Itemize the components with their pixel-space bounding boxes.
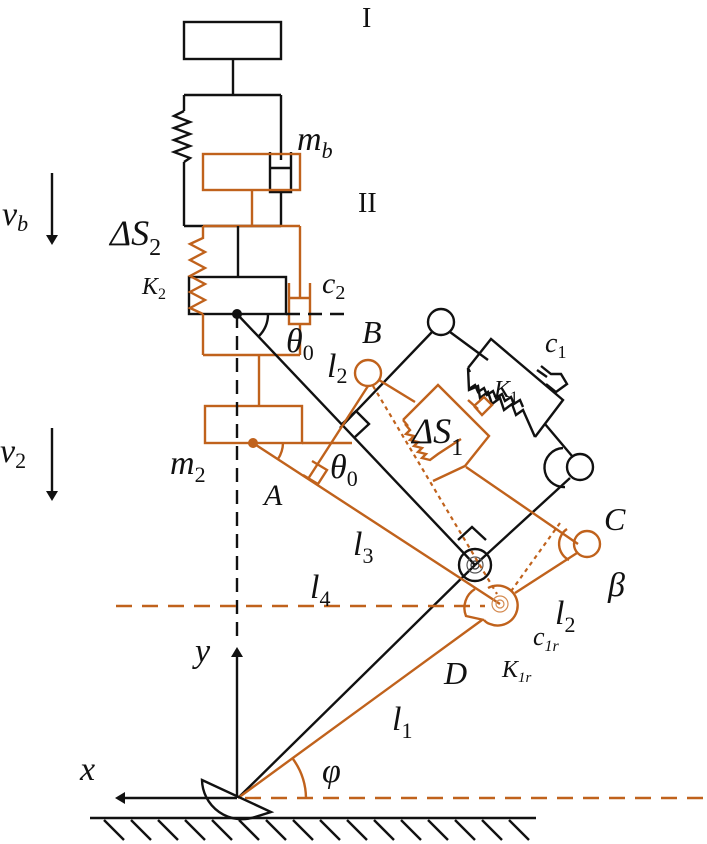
theta0-low-arc	[276, 442, 285, 460]
x-axis-label: x	[79, 751, 95, 788]
k2-spring-icon	[187, 226, 208, 316]
c1-damper-icon	[536, 365, 569, 394]
black-top-joint	[426, 307, 456, 337]
phi-arc	[292, 758, 308, 799]
black-upper-link	[339, 331, 433, 429]
beta-label: β	[607, 567, 625, 604]
a-label: A	[262, 479, 283, 512]
black-right-joint-arc	[543, 446, 566, 489]
k1-label: K1	[493, 377, 518, 406]
orange-l1-link	[237, 619, 483, 799]
orange-l3-link	[252, 441, 501, 606]
y-axis-label: y	[192, 633, 211, 670]
joint-c	[572, 529, 602, 559]
l1-label: l1	[392, 701, 412, 743]
delta-s2-label: ΔS2	[108, 213, 161, 261]
phi-label: φ	[322, 753, 341, 790]
black-thigh-link	[236, 313, 476, 566]
black-top-right-link	[449, 331, 489, 361]
c2-label: c2	[322, 267, 345, 304]
theta0-low-label: θ0	[330, 449, 358, 491]
stage-1-label: I	[362, 3, 371, 34]
delta-s1-spring-icon	[403, 423, 462, 462]
c2-damper-icon	[287, 226, 312, 326]
black-right-angle-marker	[341, 409, 371, 438]
k2-label: K2	[141, 274, 166, 303]
black-lower-right-link	[474, 477, 571, 566]
dotted-b-to-knee	[372, 385, 498, 595]
black-right-joint	[565, 452, 595, 482]
v2-label: v2	[0, 433, 26, 473]
orange-right-angle-marker	[302, 459, 329, 486]
beta-arc	[557, 528, 570, 562]
b-label: B	[362, 314, 382, 350]
l2-top-label: l2	[327, 348, 347, 388]
m2-label: m2	[170, 445, 206, 487]
k1-spring-icon	[468, 383, 525, 408]
theta0-top-arc	[258, 313, 270, 337]
mb-mass-block	[201, 152, 302, 225]
stage1-damper-icon	[268, 95, 293, 226]
joint-b	[353, 358, 383, 388]
orange-knee-joint	[463, 584, 519, 627]
l3-label: l3	[353, 526, 373, 568]
orange-l2-lower-link	[514, 551, 578, 595]
d-label: D	[443, 655, 467, 691]
stage-2-label: II	[358, 188, 377, 219]
black-right-link	[544, 423, 573, 457]
c1-label: c1	[545, 328, 566, 362]
c1r-label: c1r	[533, 622, 560, 655]
l4-label: l4	[310, 569, 330, 611]
body-mass-block	[182, 20, 283, 97]
delta-s1-label: ΔS1	[410, 411, 463, 461]
l2-low-label: l2	[555, 595, 575, 637]
vb-label: vb	[2, 196, 28, 236]
stage1-spring-icon	[170, 95, 194, 226]
dotted-c-to-knee	[508, 522, 561, 595]
ground-hatching	[90, 816, 536, 841]
orange-bc-link	[465, 466, 579, 545]
stage2-lower-frame	[201, 314, 302, 406]
black-shank-link	[237, 564, 476, 799]
black-knee-joint	[457, 525, 493, 583]
k1r-label: K1r	[501, 657, 532, 686]
c-label: C	[604, 501, 626, 537]
mb-label: mb	[297, 121, 333, 163]
delta-s1-damper-icon	[467, 395, 494, 417]
theta0-top-label: θ0	[286, 323, 314, 365]
